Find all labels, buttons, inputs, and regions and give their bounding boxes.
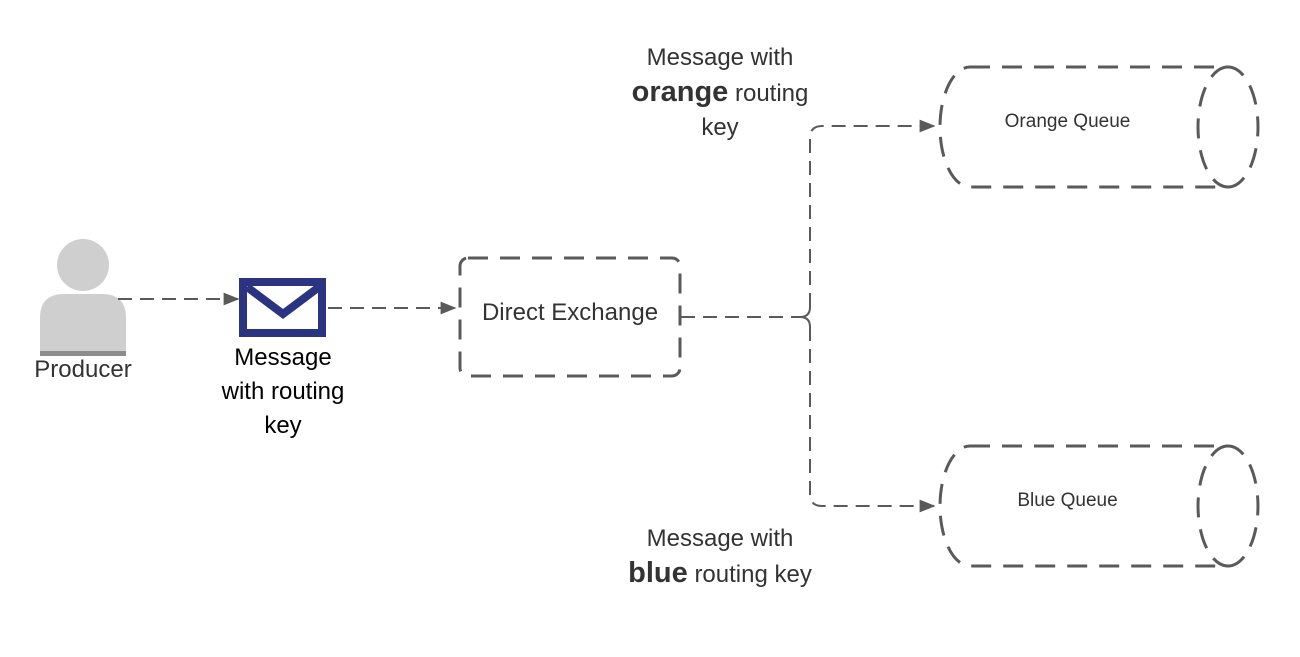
- orange-route-arrow: [809, 119, 936, 307]
- orange-route-line-1: Message with: [646, 44, 794, 71]
- user-icon: [40, 239, 126, 356]
- exchange-box: [458, 256, 682, 378]
- orange-route-line-3: key: [701, 114, 739, 141]
- exchange-label: Direct Exchange: [481, 299, 659, 326]
- blue-route-arrow: [809, 327, 936, 513]
- message-label-line-2: with routing: [221, 378, 345, 405]
- blue-route-line-1: Message with: [646, 525, 794, 552]
- blue-route-label: Message with blue routing key: [590, 522, 850, 592]
- orange-key-text: orange: [631, 76, 729, 108]
- message-label: Message with routing key: [198, 341, 368, 443]
- blue-key-text: blue: [628, 557, 688, 589]
- message-label-line-1: Message: [234, 344, 332, 371]
- split-brace: [799, 306, 811, 328]
- blue-queue-label: Blue Queue: [1017, 490, 1118, 511]
- producer-label: Producer: [34, 356, 132, 383]
- message-label-line-3: key: [264, 412, 302, 439]
- blue-route-line-2: blue routing key: [590, 556, 850, 592]
- orange-route-rest: routing: [734, 80, 809, 107]
- blue-route-rest: routing key: [694, 561, 812, 588]
- orange-route-label: Message with orange routing key: [600, 41, 840, 145]
- orange-queue-label: Orange Queue: [1004, 111, 1131, 132]
- envelope-icon: [239, 278, 326, 337]
- blue-queue-cylinder: [938, 444, 1260, 568]
- orange-queue-cylinder: [938, 65, 1260, 189]
- orange-route-line-2: orange routing: [600, 75, 840, 111]
